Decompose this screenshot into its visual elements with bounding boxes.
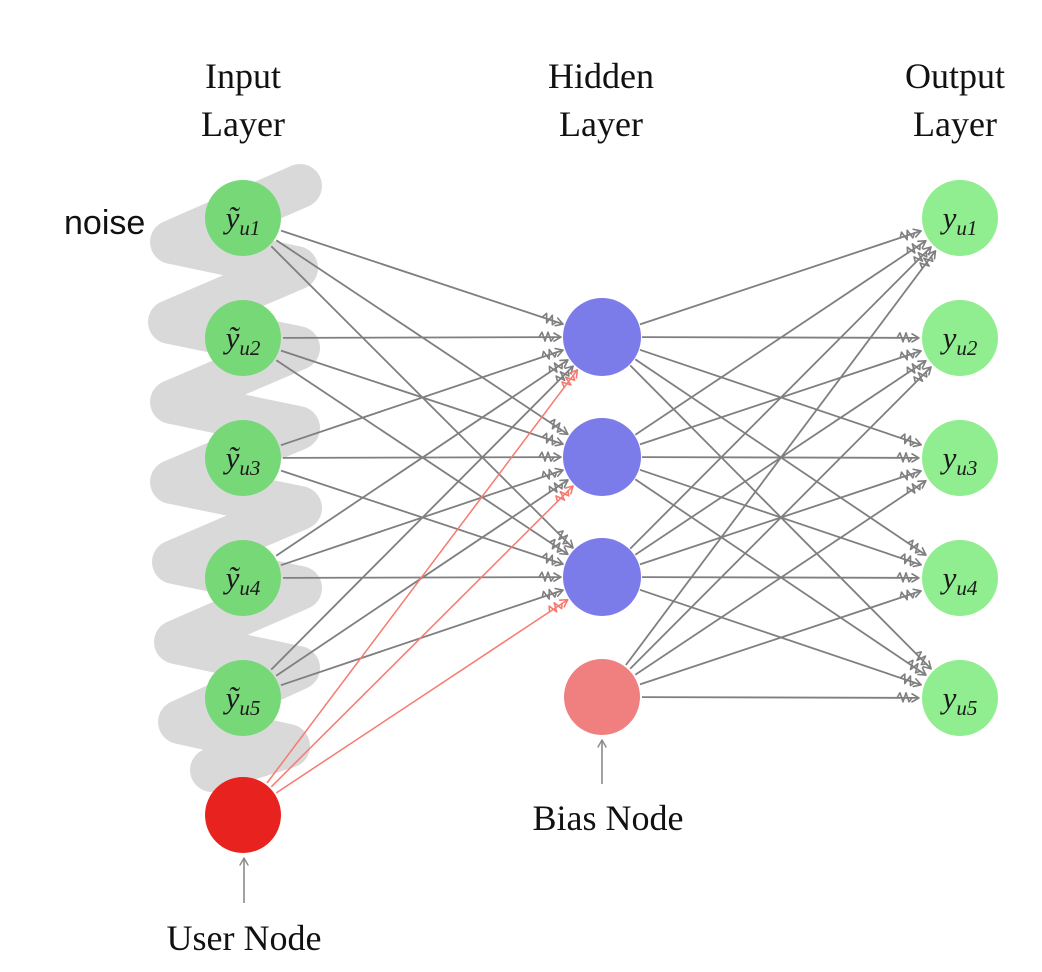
hidden-node-1 bbox=[563, 298, 641, 376]
output-node-2 bbox=[922, 300, 998, 376]
edges-group bbox=[266, 228, 937, 794]
hidden-layer-title-line2: Layer bbox=[559, 104, 643, 144]
output-layer-title-line2: Layer bbox=[913, 104, 997, 144]
output-node-label-3: yu3 bbox=[940, 440, 978, 480]
output-node-label-4: yu4 bbox=[940, 560, 978, 600]
edge bbox=[629, 366, 932, 670]
bias-node-caption: Bias Node bbox=[533, 798, 684, 838]
bias-node bbox=[564, 659, 640, 735]
edge bbox=[625, 250, 937, 666]
edge bbox=[629, 246, 932, 550]
input-layer-title-line2: Layer bbox=[201, 104, 285, 144]
edge bbox=[634, 479, 927, 676]
edge bbox=[282, 331, 562, 342]
edge bbox=[280, 347, 564, 447]
output-node-label-1: yu1 bbox=[940, 200, 978, 240]
input-node-label-2: ỹu2 bbox=[223, 320, 261, 360]
input-node-5 bbox=[205, 660, 281, 736]
input-node-label-1: ỹu1 bbox=[223, 200, 261, 240]
input-node-1 bbox=[205, 180, 281, 256]
noise-label: noise bbox=[64, 204, 145, 242]
input-node-label-3: ỹu3 bbox=[223, 440, 261, 480]
output-node-5 bbox=[922, 660, 998, 736]
input-node-label-5: ỹu5 bbox=[223, 680, 261, 720]
edge bbox=[641, 692, 920, 703]
output-node-3 bbox=[922, 420, 998, 496]
hidden-node-3 bbox=[563, 538, 641, 616]
output-node-label-2: yu2 bbox=[940, 320, 978, 360]
hidden-node-2 bbox=[563, 418, 641, 496]
output-node-label-5: yu5 bbox=[940, 680, 978, 720]
user-node-caption: User Node bbox=[167, 918, 322, 958]
output-layer-title-line1: Output bbox=[905, 56, 1005, 96]
input-node-2 bbox=[205, 300, 281, 376]
edge bbox=[270, 485, 574, 788]
edge bbox=[639, 588, 922, 686]
input-node-3 bbox=[205, 420, 281, 496]
edge bbox=[275, 598, 569, 794]
input-node-label-4: ỹu4 bbox=[223, 560, 261, 600]
edge bbox=[266, 368, 579, 784]
hidden-layer-title-line1: Hidden bbox=[548, 56, 654, 96]
output-node-1 bbox=[922, 180, 998, 256]
edge bbox=[639, 228, 922, 326]
edge bbox=[634, 240, 927, 436]
input-layer-title-line1: Input bbox=[205, 56, 281, 96]
edge bbox=[275, 359, 569, 557]
user-node bbox=[205, 777, 281, 853]
edge bbox=[275, 479, 569, 677]
edge bbox=[270, 365, 574, 671]
edge bbox=[280, 587, 564, 687]
output-node-4 bbox=[922, 540, 998, 616]
input-node-4 bbox=[205, 540, 281, 616]
edge bbox=[280, 229, 564, 327]
